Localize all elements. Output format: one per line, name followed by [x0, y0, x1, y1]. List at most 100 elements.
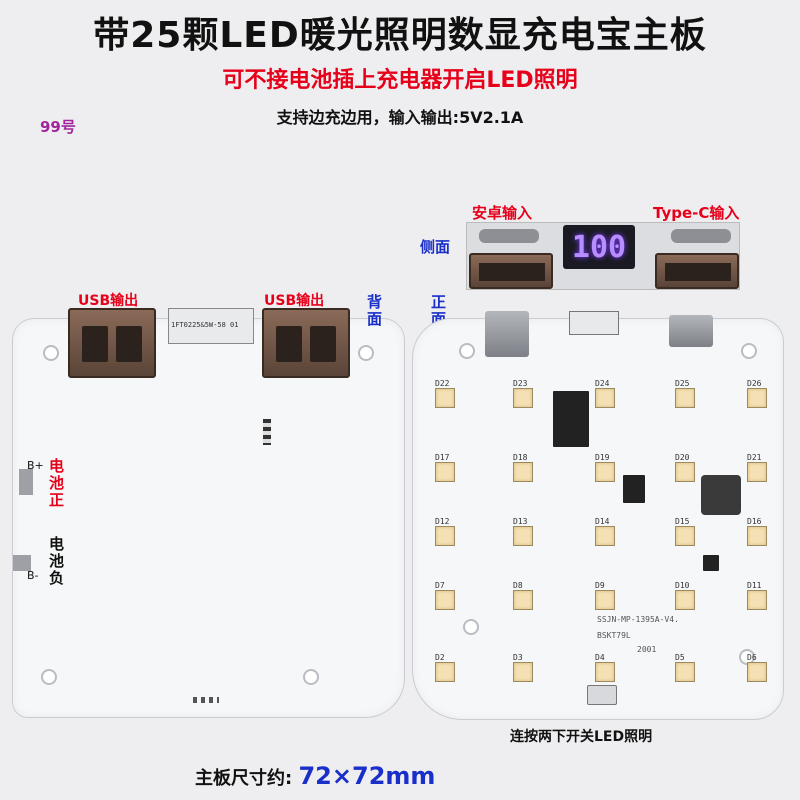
led-label: D16 — [747, 517, 762, 526]
led-chip — [435, 590, 455, 610]
led-d15: D15 — [675, 517, 695, 546]
spec-note: 支持边充边用，输入输出:5V2.1A — [276, 108, 524, 127]
transistor — [703, 555, 719, 571]
side-view-label: 侧面 — [420, 238, 451, 256]
usb-output-port-right — [262, 308, 350, 378]
led-label: D19 — [595, 453, 610, 462]
led-label: D21 — [747, 453, 762, 462]
led-label: D14 — [595, 517, 610, 526]
led-d7: D7 — [435, 581, 455, 610]
led-chip — [513, 462, 533, 482]
led-chip — [595, 462, 615, 482]
usb-port-right-side — [655, 253, 739, 289]
board-size-label: 主板尺寸约: — [195, 768, 293, 789]
mounting-hole — [41, 669, 57, 685]
led-chip — [435, 526, 455, 546]
led-d5: D5 — [675, 653, 695, 682]
bminus-mark: B- — [27, 569, 39, 582]
led-label: D3 — [513, 653, 523, 662]
led-d10: D10 — [675, 581, 695, 610]
led-label: D22 — [435, 379, 450, 388]
led-label: D9 — [595, 581, 605, 590]
led-d22: D22 — [435, 379, 455, 408]
led-chip — [435, 462, 455, 482]
typec-connector — [485, 311, 529, 357]
ic-chip-secondary — [623, 475, 645, 503]
battery-positive-pad — [19, 469, 33, 495]
led-d12: D12 — [435, 517, 455, 546]
led-chip — [675, 526, 695, 546]
led-chip — [747, 388, 767, 408]
led-label: D8 — [513, 581, 523, 590]
led-label: D18 — [513, 453, 528, 462]
led-chip — [675, 662, 695, 682]
usb-output-label-right: USB输出 — [264, 293, 325, 309]
led-label: D23 — [513, 379, 528, 388]
typec-port — [671, 229, 731, 243]
ic-chip-main — [553, 391, 589, 447]
board-size: 主板尺寸约: 72×72mm — [195, 762, 435, 790]
led-chip — [595, 388, 615, 408]
battery-negative-label: 电池负 — [47, 536, 65, 587]
mounting-hole — [459, 343, 475, 359]
typec-input-label: Type-C输入 — [653, 204, 740, 222]
led-d11: D11 — [747, 581, 767, 610]
led-chip — [513, 526, 533, 546]
led-label: D12 — [435, 517, 450, 526]
side-view-photo: 100 — [466, 222, 740, 290]
led-d26: D26 — [747, 379, 767, 408]
mounting-hole — [43, 345, 59, 361]
led-label: D25 — [675, 379, 690, 388]
led-chip — [595, 590, 615, 610]
led-chip — [675, 462, 695, 482]
led-chip — [513, 590, 533, 610]
led-d17: D17 — [435, 453, 455, 482]
android-input-label: 安卓输入 — [472, 204, 533, 222]
mounting-hole — [303, 669, 319, 685]
led-chip — [675, 590, 695, 610]
led-label: D24 — [595, 379, 610, 388]
led-chip — [513, 662, 533, 682]
mounting-hole — [358, 345, 374, 361]
led-d14: D14 — [595, 517, 615, 546]
micro-usb-connector — [669, 315, 713, 347]
led-d6: D6 — [747, 653, 767, 682]
led-label: D2 — [435, 653, 445, 662]
led-d2: D2 — [435, 653, 455, 682]
battery-positive-label: 电池正 — [47, 458, 65, 509]
led-chip — [595, 526, 615, 546]
mounting-hole — [463, 619, 479, 635]
led-d24: D24 — [595, 379, 615, 408]
mounting-hole — [741, 343, 757, 359]
led-label: D13 — [513, 517, 528, 526]
led-label: D15 — [675, 517, 690, 526]
led-d3: D3 — [513, 653, 533, 682]
pin-header-top — [569, 311, 619, 335]
display-digits: 100 — [571, 229, 627, 265]
led-chip — [747, 462, 767, 482]
led-d13: D13 — [513, 517, 533, 546]
led-d18: D18 — [513, 453, 533, 482]
led-label: D4 — [595, 653, 605, 662]
led-label: D10 — [675, 581, 690, 590]
micro-usb-port — [479, 229, 539, 243]
led-label: D11 — [747, 581, 762, 590]
inductor — [701, 475, 741, 515]
bplus-mark: B+ — [27, 459, 44, 472]
usb-output-label-left: USB输出 — [78, 293, 139, 309]
led-d8: D8 — [513, 581, 533, 610]
led-chip — [747, 526, 767, 546]
led-label: D6 — [747, 653, 757, 662]
led-label: D26 — [747, 379, 762, 388]
board-size-value: 72×72mm — [298, 762, 436, 790]
led-chip — [675, 388, 695, 408]
led-d25: D25 — [675, 379, 695, 408]
usb-output-port-left — [68, 308, 156, 378]
silkscreen-text-3: 2001 — [637, 645, 657, 654]
connector-block: 1FT0225&5W-58 01 — [168, 308, 254, 344]
bottom-pins — [193, 697, 219, 703]
led-d9: D9 — [595, 581, 615, 610]
back-side-label: 背面 — [365, 294, 383, 328]
digital-display: 100 — [563, 225, 635, 269]
